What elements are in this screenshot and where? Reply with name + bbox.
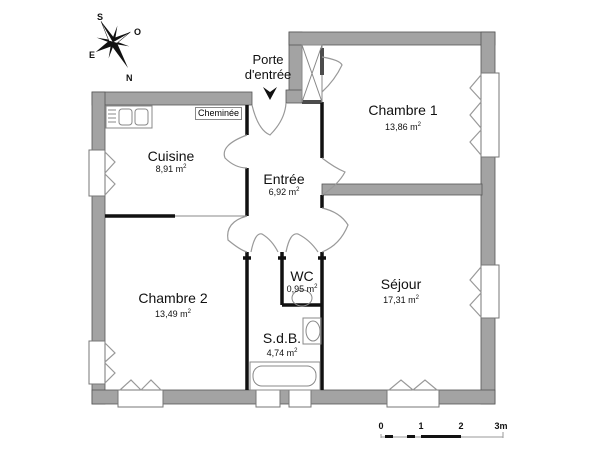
interior-partitions [105, 48, 326, 390]
room-bedroom-1: Chambre 1 13,86 m2 [368, 102, 437, 132]
room-name: Séjour [380, 276, 422, 292]
compass-label-east: E [89, 50, 96, 60]
room-name: Chambre 2 [138, 290, 208, 306]
room-entry: Entrée 6,92 m2 [263, 171, 304, 197]
scale-tick-2: 2 [458, 421, 464, 431]
exterior-walls [91, 31, 496, 405]
entrance-label-line2: d'entrée [244, 67, 292, 82]
scale-tick-3m: 3m [494, 421, 508, 431]
room-area: 13,86 m2 [385, 122, 421, 132]
scale-bar [380, 432, 504, 438]
compass-label-west: O [134, 27, 142, 37]
entrance-label: Porte d'entrée [245, 52, 292, 82]
bathtub-icon [249, 361, 321, 391]
room-living: Séjour 17,31 m2 [381, 276, 421, 305]
room-name: S.d.B. [262, 330, 302, 346]
entrance-label-line1: Porte [252, 52, 284, 67]
windows [88, 72, 500, 408]
room-wc: WC 0,95 m2 [287, 268, 318, 294]
room-bedroom-2: Chambre 2 13,49 m2 [138, 290, 207, 319]
room-bathroom: S.d.B. 4,74 m2 [263, 330, 301, 358]
compass-label-north: N [126, 73, 133, 83]
sink-icon [105, 105, 153, 129]
room-name: Entrée [263, 171, 305, 187]
entrance-arrow-icon [263, 87, 277, 100]
washbasin-icon [302, 317, 322, 345]
room-area: 17,31 m2 [383, 295, 419, 305]
room-name: Chambre 1 [368, 102, 438, 118]
door-swings [223, 44, 349, 253]
room-area: 6,92 m2 [268, 187, 300, 197]
toilet-icon [291, 289, 313, 307]
scale-tick-1: 1 [418, 421, 424, 431]
room-kitchen: Cuisine 8,91 m2 [148, 148, 195, 174]
fireplace-label: Cheminée [195, 107, 243, 120]
room-area: 4,74 m2 [266, 348, 298, 358]
room-area: 0,95 m2 [286, 284, 318, 294]
room-area: 8,91 m2 [155, 164, 187, 174]
room-area: 13,49 m2 [155, 309, 191, 319]
room-name: WC [290, 268, 314, 284]
room-name: Cuisine [147, 148, 195, 164]
compass-label-south: S [97, 12, 104, 22]
scale-tick-0: 0 [378, 421, 384, 431]
compass-rose-icon [95, 21, 131, 68]
